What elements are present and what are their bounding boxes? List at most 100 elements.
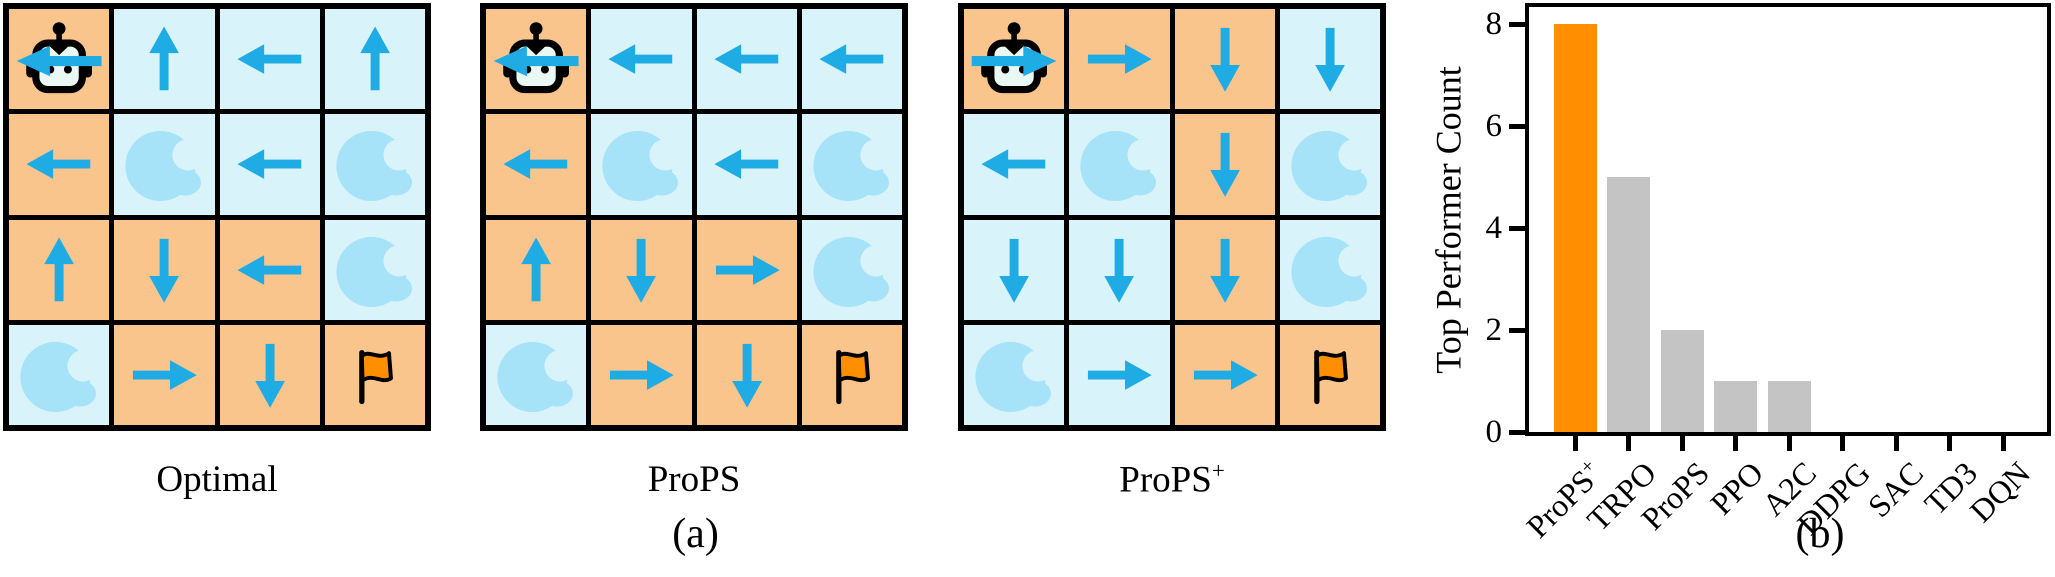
panel-a-caption: (a) (672, 511, 719, 557)
right-arrow-icon (1088, 44, 1153, 74)
down-arrow-icon (1315, 27, 1345, 92)
hole-icon (336, 236, 415, 307)
grid-cell-r0-c1 (591, 9, 692, 110)
down-arrow-icon (1209, 27, 1240, 92)
hole-icon (813, 236, 892, 307)
grid-cell-r0-c0 (9, 9, 110, 110)
grid-cell-r1-c3 (801, 114, 902, 215)
y-tick-label-6: 6 (1485, 108, 1503, 144)
grid-cell-r3-c1 (114, 324, 215, 425)
grid-cell-r1-c0 (964, 114, 1065, 215)
grid-cell-r0-c1 (114, 9, 215, 110)
hole-icon (602, 131, 682, 202)
right-arrow-icon (610, 360, 675, 390)
x-tick-4 (1733, 436, 1738, 451)
goal-flag-icon (358, 349, 393, 404)
plot-area (1525, 3, 2051, 436)
grid-cell-r2-c0 (486, 219, 587, 320)
up-arrow-icon (44, 236, 74, 301)
grid-cell-r1-c3 (1279, 114, 1380, 215)
down-arrow-icon (149, 238, 180, 303)
gridworld-props-label: ProPS (647, 459, 741, 500)
bar-trpo (1607, 177, 1650, 432)
hole-icon (20, 341, 99, 412)
bar-ppo (1714, 381, 1757, 432)
grid-cell-r3-c1 (1069, 324, 1170, 425)
bar-props (1553, 24, 1597, 432)
y-tick-8 (1509, 21, 1525, 27)
grid-cell-r2-c1 (591, 219, 692, 320)
left-arrow-icon (981, 149, 1046, 180)
gridworld-props-plus-label: ProPS+ (1119, 458, 1225, 501)
right-arrow-icon (715, 254, 780, 285)
y-tick-4 (1509, 225, 1525, 231)
up-arrow-icon (360, 26, 390, 91)
up-arrow-icon (149, 26, 180, 91)
down-arrow-icon (254, 343, 285, 408)
down-arrow-icon (999, 238, 1029, 303)
hole-icon (497, 341, 576, 412)
grid-cell-r0-c2 (1174, 9, 1275, 110)
left-arrow-icon (493, 45, 579, 77)
grid-cell-r0-c0 (964, 9, 1065, 110)
y-tick-6 (1509, 123, 1525, 129)
grid-cell-r3-c1 (591, 324, 692, 425)
grid-cell-r0-c2 (696, 9, 797, 110)
y-tick-label-2: 2 (1485, 312, 1503, 348)
grid-cell-r1-c2 (1174, 114, 1275, 215)
x-tick-7 (1893, 436, 1899, 451)
left-arrow-icon (713, 149, 778, 180)
grid-cell-r1-c1 (1069, 114, 1170, 215)
up-arrow-icon (521, 236, 551, 301)
grid-cell-r0-c3 (1279, 9, 1380, 110)
x-tick-6 (1840, 436, 1845, 451)
right-arrow-icon (971, 45, 1057, 77)
grid-cell-r3-c2 (219, 324, 320, 425)
hole-icon (813, 131, 892, 202)
panel-b-caption: (b) (1795, 511, 1845, 557)
left-arrow-icon (819, 44, 884, 74)
grid-cell-r2-c2 (1174, 219, 1275, 320)
down-arrow-icon (1209, 238, 1240, 303)
grid-cell-r2-c2 (219, 219, 320, 320)
grid-cell-r2-c1 (1069, 219, 1170, 320)
grid-cell-r2-c0 (964, 219, 1065, 320)
grid-cell-r1-c3 (324, 114, 425, 215)
grid-cell-r1-c2 (696, 114, 797, 215)
grid-cell-r2-c2 (696, 219, 797, 320)
grid-cell-r3-c2 (696, 324, 797, 425)
hole-icon (125, 131, 205, 202)
bar-props (1660, 330, 1704, 432)
left-arrow-icon (608, 44, 673, 74)
grid-cell-r2-c3 (324, 219, 425, 320)
grid-cell-r2-c3 (801, 219, 902, 320)
x-tick-3 (1679, 436, 1685, 451)
gridworld-optimal (3, 3, 431, 431)
y-tick-label-0: 0 (1485, 414, 1503, 450)
down-arrow-icon (1209, 133, 1240, 198)
hole-icon (336, 131, 415, 202)
down-arrow-icon (731, 343, 762, 408)
grid-cell-r1-c0 (486, 114, 587, 215)
hole-icon (1291, 131, 1370, 202)
grid-cells-props-plus (964, 9, 1380, 425)
grid-cell-r1-c0 (9, 114, 110, 215)
grid-cell-r2-c3 (1279, 219, 1380, 320)
hole-icon (975, 341, 1054, 412)
left-arrow-icon (503, 149, 568, 180)
grid-cell-r2-c1 (114, 219, 215, 320)
x-tick-9 (2000, 436, 2006, 451)
grid-cell-r3-c3 (1279, 324, 1380, 425)
grid-cell-r1-c2 (219, 114, 320, 215)
left-arrow-icon (236, 254, 301, 285)
grid-cell-r3-c2 (1174, 324, 1275, 425)
gridworld-optimal-label: Optimal (156, 459, 278, 500)
hole-icon (1080, 131, 1160, 202)
grid-cell-r1-c1 (591, 114, 692, 215)
hole-icon (1291, 236, 1370, 307)
grid-cell-r0-c1 (1069, 9, 1170, 110)
x-tick-5 (1786, 436, 1792, 451)
left-arrow-icon (26, 149, 91, 180)
right-arrow-icon (133, 360, 198, 390)
grid-cell-r0-c3 (801, 9, 902, 110)
